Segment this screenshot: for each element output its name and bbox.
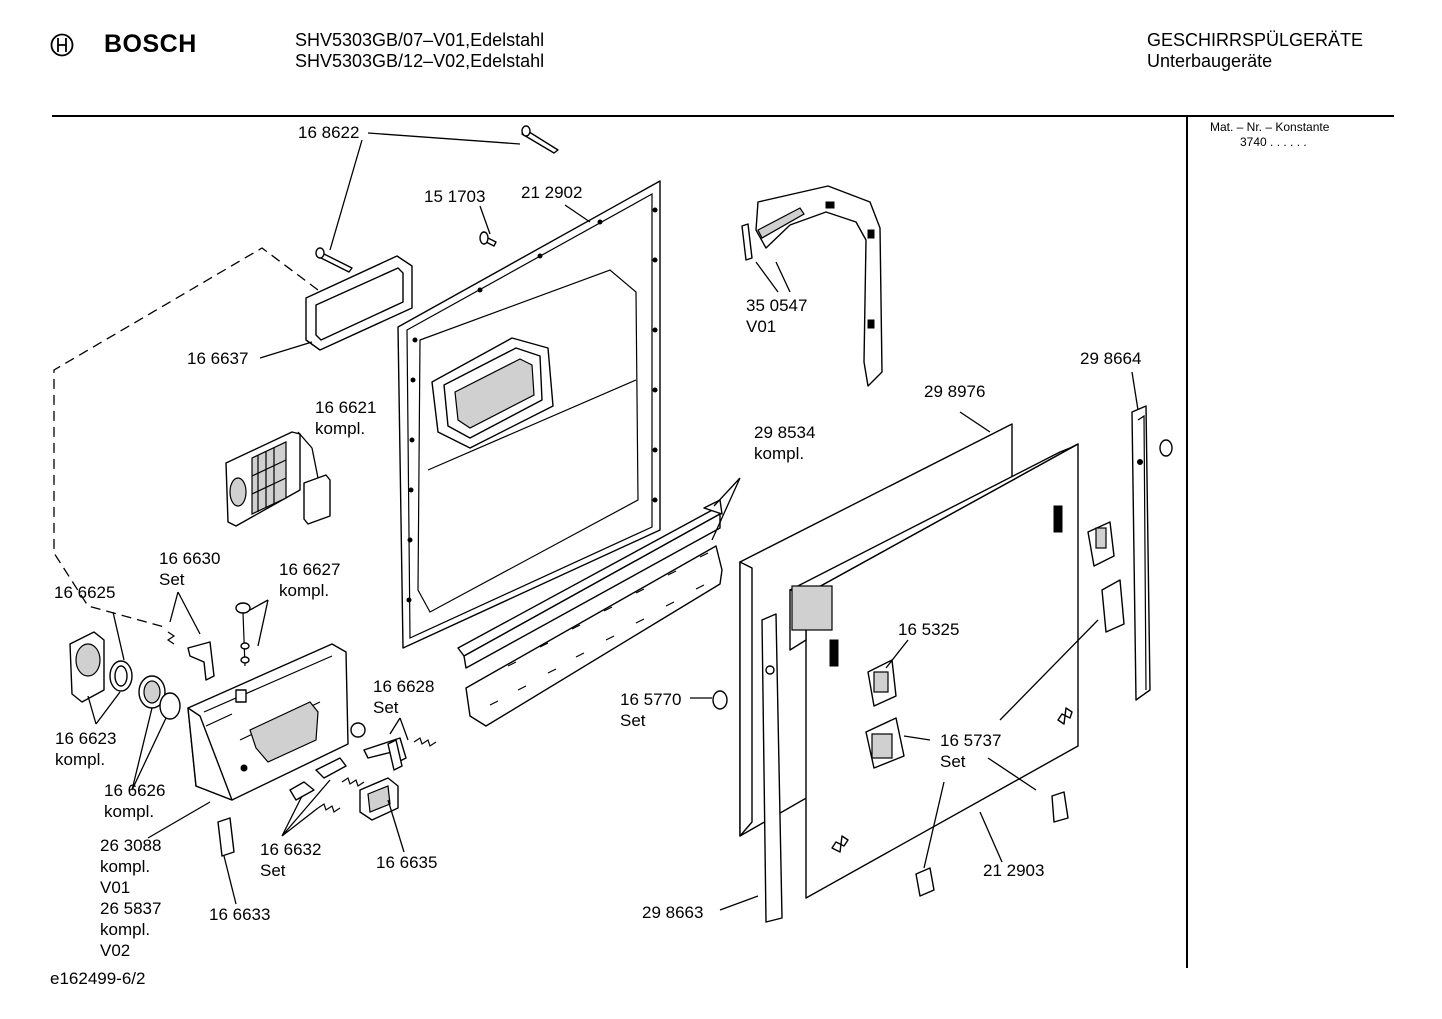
side-profile-298663	[761, 613, 783, 923]
label-166632-set: Set	[260, 861, 286, 880]
mat-nr-value: 3740 . . . . . .	[1240, 135, 1307, 149]
category-title: GESCHIRRSPÜLGERÄTE	[1147, 30, 1364, 50]
label-263088-v01: V01	[100, 878, 131, 897]
label-166628-set: Set	[373, 698, 399, 717]
label-166628: 16 6628	[373, 677, 435, 696]
handle-bracket-350547	[741, 185, 883, 387]
screw-151703	[479, 231, 497, 247]
set-166632	[289, 757, 365, 813]
label-166621-kompl: kompl.	[315, 419, 366, 438]
bosch-logo-icon	[50, 33, 74, 57]
brand-name: BOSCH	[104, 30, 197, 58]
label-165770: 16 5770	[620, 690, 682, 709]
label-212903: 21 2903	[983, 861, 1045, 880]
label-166630: 16 6630	[159, 549, 221, 568]
assembly-dashed-line	[53, 247, 319, 629]
switch-166635	[359, 777, 399, 821]
label-350547: 35 0547	[746, 296, 808, 315]
label-166627-kompl: kompl.	[279, 581, 330, 600]
label-350547-v01: V01	[746, 317, 777, 336]
latch-165325	[867, 659, 897, 707]
label-166621: 16 6621	[315, 398, 377, 417]
drawing-id: e162499-6/2	[50, 969, 146, 988]
door-opener-166625	[69, 631, 105, 703]
label-166626: 16 6626	[104, 781, 166, 800]
leader-lines	[87, 132, 1139, 911]
label-166630-set: Set	[159, 570, 185, 589]
label-151703: 15 1703	[424, 187, 486, 206]
label-298976: 29 8976	[924, 382, 986, 401]
vent-grille-166621	[225, 431, 331, 527]
label-263088-kompl: kompl.	[100, 857, 151, 876]
label-166623-kompl: kompl.	[55, 750, 106, 769]
hinge-165737	[865, 717, 1069, 897]
label-166623: 16 6623	[55, 729, 117, 748]
trim-strip-298534	[457, 499, 723, 727]
label-298534: 29 8534	[754, 423, 816, 442]
header-divider	[52, 115, 1394, 117]
sidebar-divider	[1186, 116, 1188, 968]
label-263088: 26 3088	[100, 836, 162, 855]
side-profile-298664	[1131, 405, 1173, 701]
gasket-frame-166637	[305, 255, 413, 351]
label-165325: 16 5325	[898, 620, 960, 639]
mat-nr-label: Mat. – Nr. – Konstante	[1210, 120, 1330, 134]
control-block-263088	[187, 643, 349, 801]
label-166632: 16 6632	[260, 840, 322, 859]
label-265837: 26 5837	[100, 899, 162, 918]
label-166633: 16 6633	[209, 905, 271, 924]
screw-168622-top	[521, 125, 559, 154]
label-265837-kompl: kompl.	[100, 920, 151, 939]
rear-panel-212903	[789, 443, 1079, 899]
label-265837-v02: V02	[100, 941, 131, 960]
label-166627: 16 6627	[279, 560, 341, 579]
label-168622: 16 8622	[298, 123, 360, 142]
label-298663: 29 8663	[642, 903, 704, 922]
label-212902: 21 2902	[521, 183, 583, 202]
knob-165770	[712, 690, 728, 710]
label-298664: 29 8664	[1080, 349, 1142, 368]
label-166637: 16 6637	[187, 349, 249, 368]
hinge-bracket-right	[1087, 521, 1125, 633]
subcategory-title: Unterbaugeräte	[1147, 51, 1273, 71]
screw-168622-left	[315, 247, 353, 273]
spring-166630	[166, 631, 215, 681]
model-line-2: SHV5303GB/12–V02,Edelstahl	[295, 51, 545, 71]
set-166628	[350, 722, 437, 771]
label-165770-set: Set	[620, 711, 646, 730]
label-298534-kompl: kompl.	[754, 444, 805, 463]
label-166625: 16 6625	[54, 583, 116, 602]
label-165737-set: Set	[940, 752, 966, 771]
knob-166626	[138, 675, 181, 720]
label-165737: 16 5737	[940, 731, 1002, 750]
label-166626-kompl: kompl.	[104, 802, 155, 821]
plunger-166627	[235, 602, 251, 667]
inner-door-212902	[397, 180, 661, 649]
clip-166633	[217, 817, 235, 857]
model-line-1: SHV5303GB/07–V01,Edelstahl	[295, 30, 545, 50]
ring-166623	[109, 660, 133, 692]
label-166635: 16 6635	[376, 853, 438, 872]
